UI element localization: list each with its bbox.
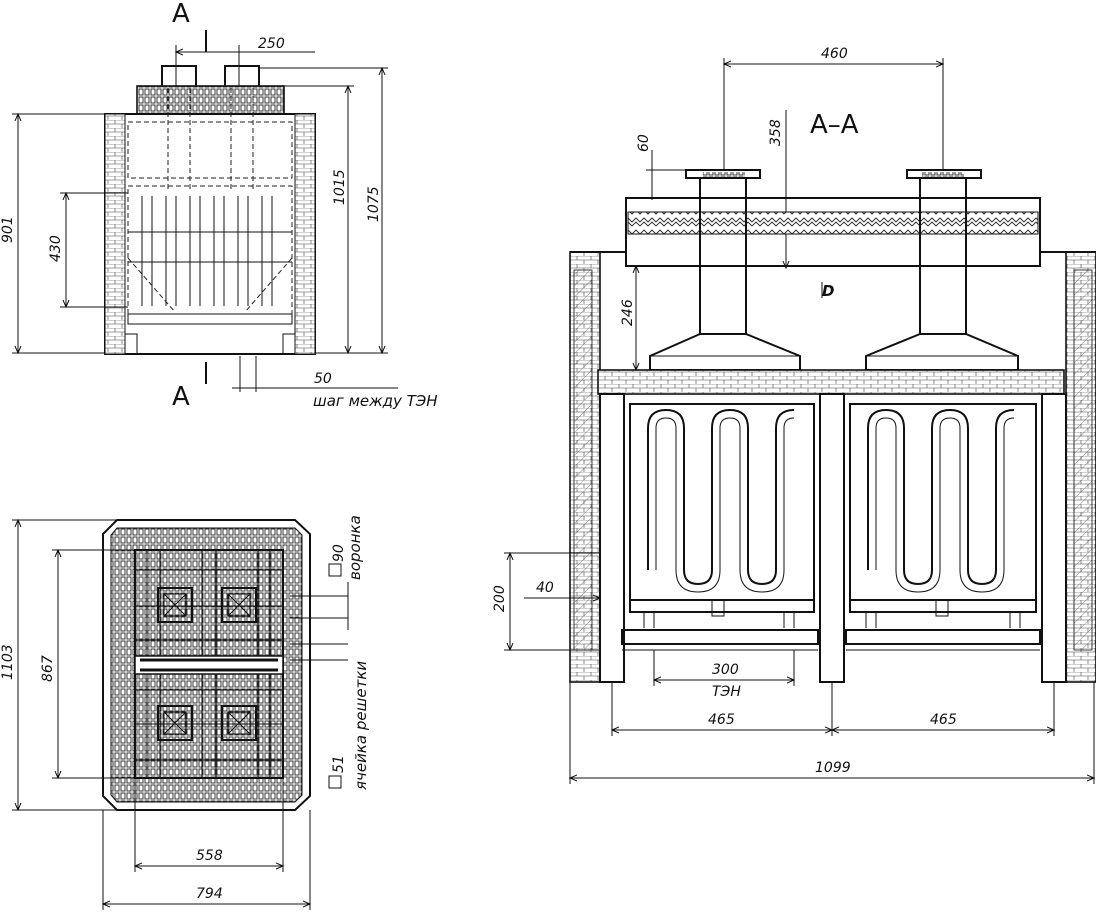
cell-label: ячейка решетки	[352, 661, 370, 790]
dim-1099: 1099	[815, 760, 851, 776]
heater-right-outer	[867, 408, 1015, 586]
dim-460: 460	[821, 46, 848, 62]
terminal-bar-right	[849, 599, 1037, 613]
funnel-3	[157, 705, 193, 741]
chamber-left	[629, 403, 815, 601]
section-marker: D	[822, 282, 834, 300]
section-view: A–A 460 60 358 D 246	[492, 46, 1096, 784]
brick-course	[597, 369, 1065, 395]
heater-left-outer	[647, 408, 795, 586]
ten-label: ТЭН	[712, 684, 741, 700]
section-title: A–A	[810, 110, 859, 140]
grate-left	[621, 629, 819, 645]
funnel-label: воронка	[346, 515, 364, 580]
dim-250: 250	[258, 36, 285, 52]
dim-465-right: 465	[930, 712, 957, 728]
dim-1103: 1103	[0, 644, 16, 680]
terminal-bar-left	[629, 599, 815, 613]
dim-60: 60	[636, 134, 652, 152]
heater-left-inner	[655, 417, 795, 593]
funnel-2	[221, 587, 257, 623]
funnel-size-box	[328, 563, 342, 577]
dim-1075: 1075	[366, 186, 382, 222]
post-center	[819, 393, 845, 683]
hood-right	[865, 333, 1019, 371]
dim-867: 867	[40, 655, 56, 682]
top-box-insulation	[627, 211, 1039, 235]
dim-465-left: 465	[708, 712, 735, 728]
dim-794: 794	[196, 886, 223, 902]
body-outline	[104, 113, 316, 355]
dim-901: 901	[0, 216, 16, 243]
step-note: шаг между ТЭН	[313, 392, 438, 410]
cell-size-box	[328, 775, 342, 789]
cut-letter-top: A	[172, 0, 190, 29]
cell-size: 51	[331, 755, 347, 773]
dim-40: 40	[536, 580, 554, 596]
plan-view: 1103 867 558 794 90 воронка 51 ячейка ре…	[0, 515, 370, 910]
heater-bars	[141, 196, 273, 306]
dim-50: 50	[314, 371, 332, 387]
post-left	[599, 393, 625, 683]
heater-zone	[127, 185, 293, 315]
grate	[127, 313, 293, 325]
right-wall	[294, 113, 316, 355]
hood-left	[649, 333, 801, 371]
flue-left	[161, 65, 197, 89]
flue-right	[224, 65, 260, 89]
flue-left	[699, 177, 747, 335]
dim-246: 246	[620, 299, 636, 326]
heater-right-inner	[875, 417, 1015, 593]
dim-430: 430	[48, 235, 64, 262]
funnel-1	[157, 587, 193, 623]
top-block	[136, 85, 285, 115]
dim-300: 300	[712, 662, 739, 678]
top-box	[625, 197, 1041, 267]
front-view: A A 250 901 430	[0, 0, 438, 412]
funnel-size: 90	[331, 544, 347, 562]
dim-200: 200	[492, 585, 508, 612]
flue-right	[919, 177, 967, 335]
grate-right	[845, 629, 1041, 645]
cut-letter-bottom: A	[172, 382, 190, 412]
left-wall	[104, 113, 126, 355]
dim-1015: 1015	[332, 169, 348, 205]
dim-358: 358	[768, 119, 784, 146]
plan-outline	[102, 519, 311, 811]
funnel-4	[221, 705, 257, 741]
dim-558: 558	[196, 848, 223, 864]
post-right	[1041, 393, 1067, 683]
chamber-right	[849, 403, 1037, 601]
